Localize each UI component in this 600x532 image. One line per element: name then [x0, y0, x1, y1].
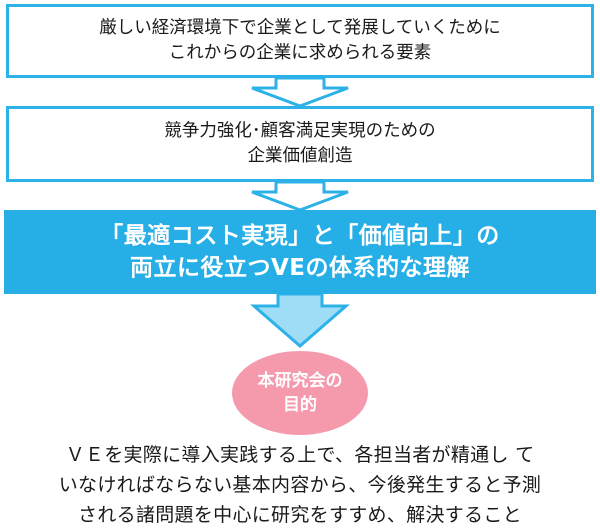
- purpose-badge-line-1: 本研究会の: [257, 371, 343, 391]
- requirement-line-2: これからの企業に求められる要素: [168, 43, 432, 63]
- ve-understanding-box: 「最適コスト実現」と「価値向上」の 両立に役立つVEの体系的な理解: [4, 210, 596, 294]
- description-line-3: される諸問題を中心に研究をすすめ、解決すること: [78, 504, 522, 526]
- arrow-down-3: [249, 292, 351, 348]
- value-creation-box: 競争力強化･顧客満足実現のための 企業価値創造: [6, 106, 594, 182]
- purpose-description: ＶＥを実際に導入実践する上で、各担当者が精通し て いなければならない基本内容か…: [10, 440, 590, 530]
- purpose-badge-line-2: 目的: [283, 395, 317, 415]
- ve-understanding-line-1: 「最適コスト実現」と「価値向上」の: [100, 223, 500, 249]
- description-line-1: ＶＥを実際に導入実践する上で、各担当者が精通し て: [65, 444, 535, 466]
- value-creation-line-2: 企業価値創造: [247, 146, 353, 166]
- ve-understanding-line-2: 両立に役立つVEの体系的な理解: [129, 255, 470, 281]
- value-creation-line-1: 競争力強化･顧客満足実現のための: [164, 121, 436, 141]
- description-line-2: いなければならない基本内容から、今後発生すると予測: [58, 474, 542, 496]
- arrow-down-2: [251, 180, 349, 212]
- arrow-down-1: [251, 76, 349, 108]
- requirement-box: 厳しい経済環境下で企業として発展していくために これからの企業に求められる要素: [6, 4, 594, 78]
- purpose-badge: 本研究会の 目的: [232, 351, 368, 435]
- requirement-line-1: 厳しい経済環境下で企業として発展していくために: [99, 18, 501, 38]
